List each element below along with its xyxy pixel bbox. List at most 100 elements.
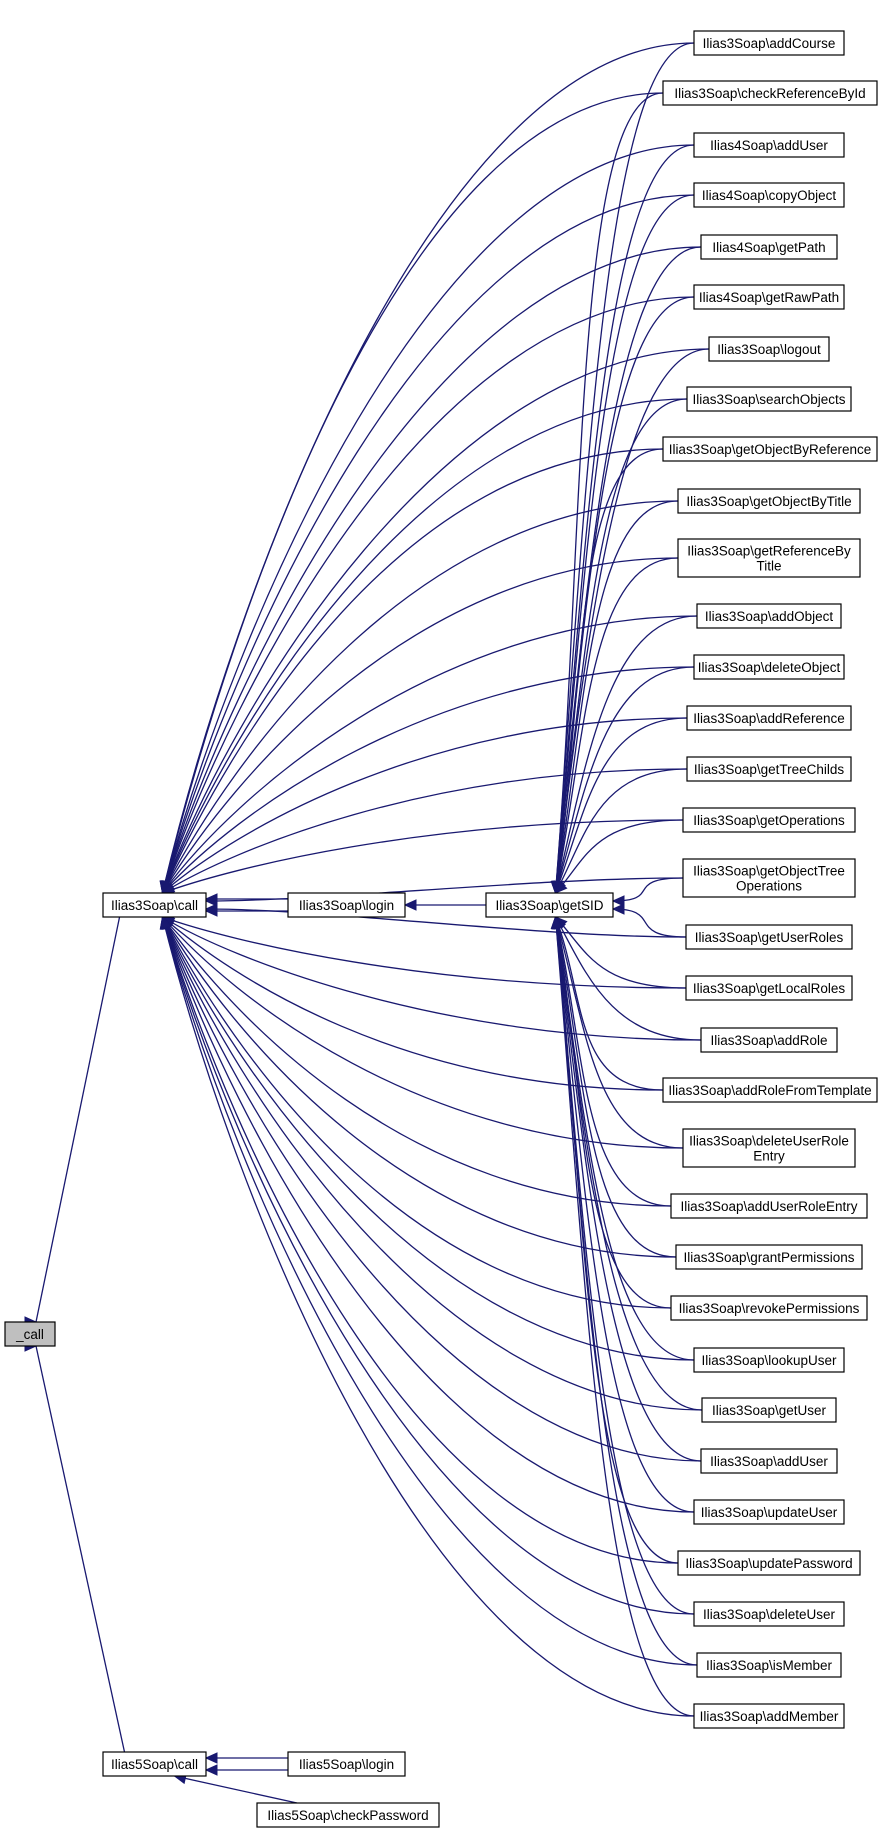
node-r30[interactable]: Ilias3Soap\deleteUser [693, 1601, 845, 1627]
arrowhead-r16-to-i3getsid [611, 895, 625, 907]
node-i5call[interactable]: Ilias5Soap\call [102, 1751, 207, 1777]
node-r1[interactable]: Ilias3Soap\checkReferenceById [662, 80, 878, 106]
edge-i5call-to-root [35, 1345, 126, 1753]
node-label: Ilias3Soap\getObjectByReference [669, 442, 872, 457]
edge-r31-to-i3call [161, 916, 698, 1666]
edge-r31-to-i3getsid [554, 916, 698, 1666]
node-box [701, 1397, 837, 1423]
edge-r6-to-i3call [161, 348, 710, 894]
node-box [4, 1321, 56, 1347]
node-r7[interactable]: Ilias3Soap\searchObjects [686, 386, 852, 412]
edge-r19-to-i3call [162, 916, 702, 1041]
node-box [675, 1244, 863, 1270]
node-r31[interactable]: Ilias3Soap\isMember [696, 1652, 842, 1678]
node-r32[interactable]: Ilias3Soap\addMember [693, 1703, 845, 1729]
edge-i5login-call-b-arrowhead [204, 1764, 218, 1776]
node-r22[interactable]: Ilias3Soap\addUserRoleEntry [670, 1193, 868, 1219]
node-label: Ilias3Soap\addRoleFromTemplate [668, 1083, 871, 1098]
node-box [686, 756, 852, 782]
node-r11[interactable]: Ilias3Soap\addObject [696, 603, 842, 629]
edge-r11-to-i3call [161, 615, 698, 894]
node-box [102, 1751, 207, 1777]
edge-r24-to-i3call [161, 916, 672, 1309]
node-r3[interactable]: Ilias4Soap\copyObject [693, 182, 845, 208]
node-r8[interactable]: Ilias3Soap\getObjectByReference [662, 436, 878, 462]
node-box [696, 1652, 842, 1678]
node-label: Ilias4Soap\addUser [710, 138, 828, 153]
edge-r7-to-i3getsid [554, 398, 688, 894]
node-r17[interactable]: Ilias3Soap\getUserRoles [685, 924, 853, 950]
edge-r9-to-i3getsid [554, 500, 679, 894]
node-box [670, 1193, 868, 1219]
node-r13[interactable]: Ilias3Soap\addReference [686, 705, 852, 731]
edge-r1-to-i3call [161, 92, 664, 894]
node-r5[interactable]: Ilias4Soap\getRawPath [693, 284, 845, 310]
edge-r30-to-i3getsid [554, 916, 695, 1615]
node-label: Ilias3Soap\addUserRoleEntry [680, 1199, 857, 1214]
node-r9[interactable]: Ilias3Soap\getObjectByTitle [677, 488, 861, 514]
node-label: Ilias3Soap\searchObjects [692, 392, 845, 407]
edge-r3-to-i3getsid [554, 194, 695, 894]
edge-r21-to-i3call [162, 916, 684, 1149]
node-box [287, 892, 406, 918]
edge-i3call-to-root [35, 892, 126, 1323]
node-label: Ilias5Soap\call [111, 1757, 198, 1772]
node-box [662, 80, 878, 106]
node-box [662, 436, 878, 462]
node-box [700, 1448, 838, 1474]
node-i5check[interactable]: Ilias5Soap\checkPassword [256, 1802, 440, 1828]
edge-r3-to-i3call [161, 194, 695, 894]
node-r0[interactable]: Ilias3Soap\addCourse [693, 30, 845, 56]
edge-r22-to-i3getsid [554, 916, 672, 1207]
node-root[interactable]: _call [4, 1321, 56, 1347]
node-r24[interactable]: Ilias3Soap\revokePermissions [670, 1295, 868, 1321]
node-box [693, 1601, 845, 1627]
nodes-layer: _callIlias3Soap\callIlias5Soap\callIlias… [4, 30, 878, 1828]
edge-r22-to-i3call [161, 916, 672, 1207]
node-r26[interactable]: Ilias3Soap\getUser [701, 1397, 837, 1423]
edge-r15-to-i3getsid [555, 819, 684, 894]
edge-r12-to-i3getsid [554, 666, 695, 894]
edge-r28-to-i3call [161, 916, 695, 1513]
node-label: Ilias3Soap\updatePassword [685, 1556, 852, 1571]
node-r29[interactable]: Ilias3Soap\updatePassword [677, 1550, 861, 1576]
node-r20[interactable]: Ilias3Soap\addRoleFromTemplate [662, 1077, 878, 1103]
node-label: Ilias3Soap\getObjectByTitle [686, 494, 851, 509]
node-label: Ilias3Soap\addObject [705, 609, 834, 624]
edge-r32-to-i3getsid [554, 916, 695, 1717]
node-label: Operations [736, 879, 802, 894]
edge-r0-to-i3getsid [554, 42, 695, 894]
node-r27[interactable]: Ilias3Soap\addUser [700, 1448, 838, 1474]
node-box [256, 1802, 440, 1828]
node-r19[interactable]: Ilias3Soap\addRole [700, 1027, 838, 1053]
edge-r26-to-i3call [161, 916, 703, 1411]
node-label: Ilias3Soap\getReferenceBy [687, 544, 851, 559]
node-i5login[interactable]: Ilias5Soap\login [287, 1751, 406, 1777]
node-label: Title [756, 559, 781, 574]
node-label: Ilias3Soap\addUser [710, 1454, 828, 1469]
arrowhead-r17-to-i3getsid [611, 903, 625, 915]
node-r12[interactable]: Ilias3Soap\deleteObject [693, 654, 845, 680]
node-r23[interactable]: Ilias3Soap\grantPermissions [675, 1244, 863, 1270]
node-label: Entry [753, 1149, 785, 1164]
node-r2[interactable]: Ilias4Soap\addUser [693, 132, 845, 158]
node-label: Ilias3Soap\lookupUser [701, 1353, 837, 1368]
node-r28[interactable]: Ilias3Soap\updateUser [693, 1499, 845, 1525]
node-r18[interactable]: Ilias3Soap\getLocalRoles [685, 975, 853, 1001]
edge-r5-to-i3getsid [554, 296, 695, 894]
node-i3login[interactable]: Ilias3Soap\login [287, 892, 406, 918]
node-i3getsid[interactable]: Ilias3Soap\getSID [485, 892, 614, 918]
edge-r14-to-i3call [162, 768, 688, 894]
node-box [685, 924, 853, 950]
node-r14[interactable]: Ilias3Soap\getTreeChilds [686, 756, 852, 782]
node-i3call[interactable]: Ilias3Soap\call [102, 892, 207, 918]
node-box [686, 705, 852, 731]
node-r6[interactable]: Ilias3Soap\logout [708, 336, 830, 362]
node-r25[interactable]: Ilias3Soap\lookupUser [693, 1347, 845, 1373]
node-r4[interactable]: Ilias4Soap\getPath [700, 234, 838, 260]
node-r15[interactable]: Ilias3Soap\getOperations [682, 807, 856, 833]
